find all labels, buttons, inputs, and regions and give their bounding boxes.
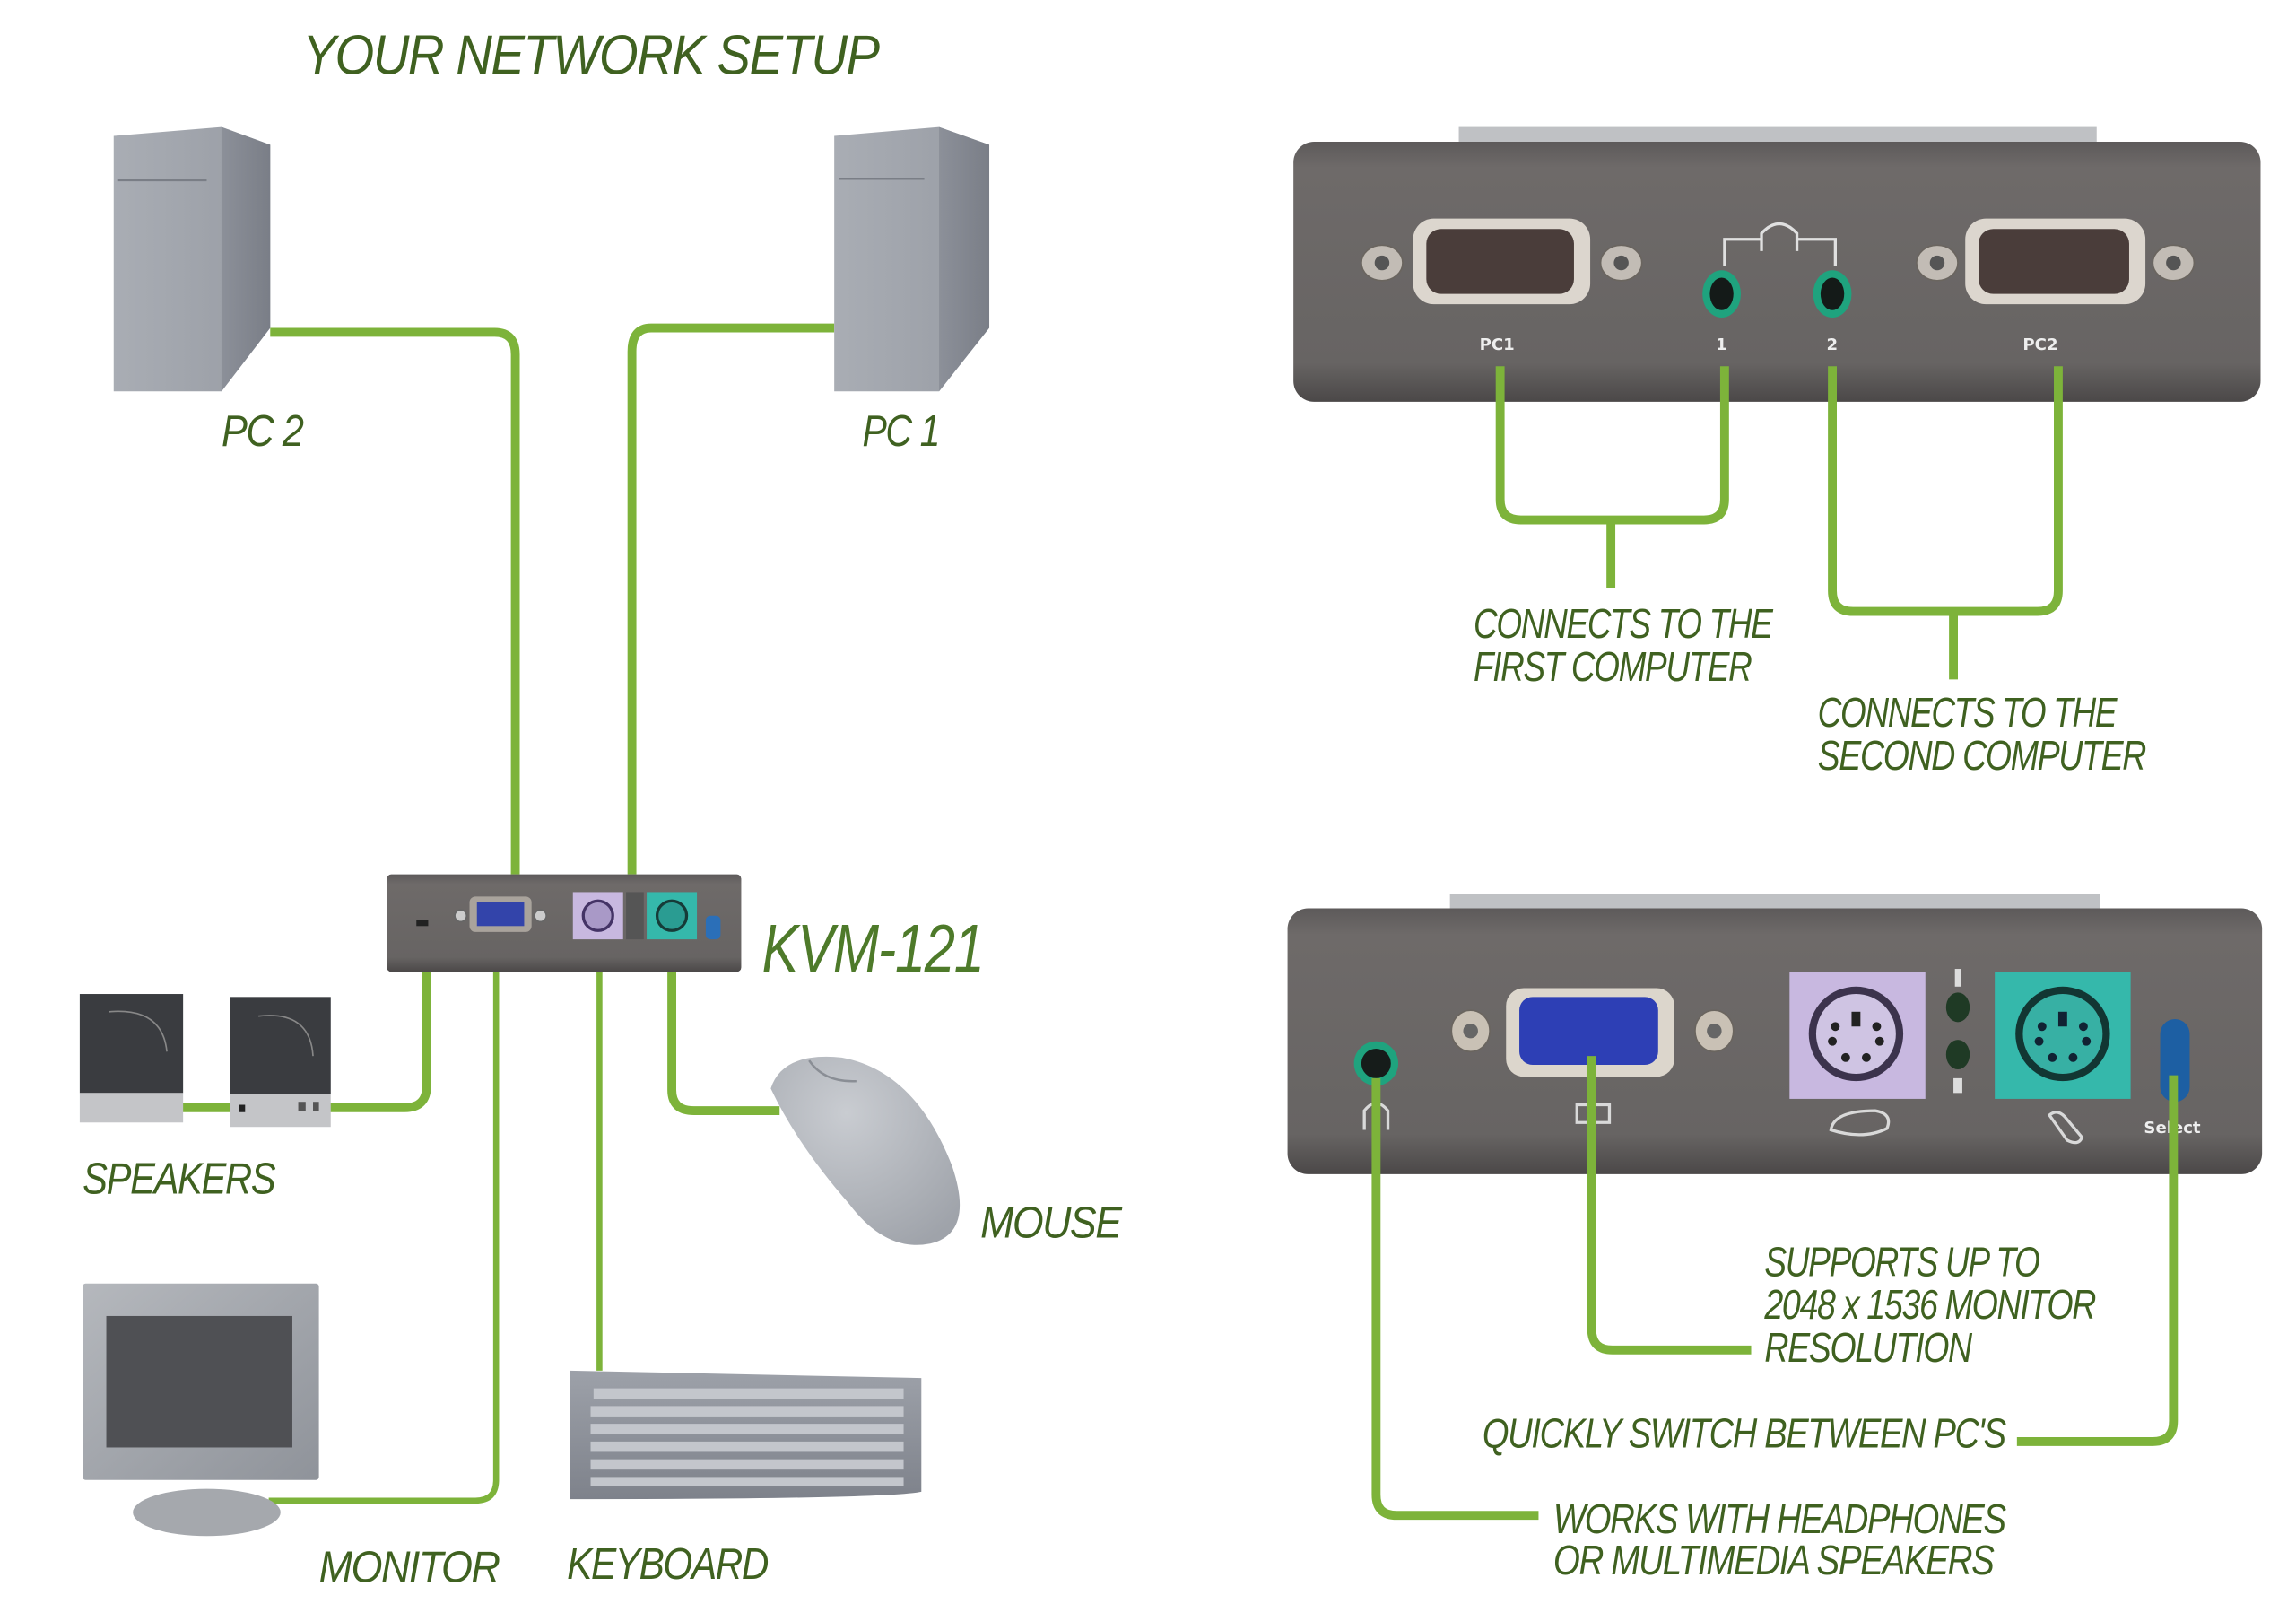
callout-audio-line2: OR MULTIMEDIA SPEAKERS (1553, 1537, 1995, 1583)
monitor-vga-port (1450, 988, 1735, 1077)
callout-resolution-line3: RESOLUTION (1764, 1324, 1972, 1371)
mouse-ps2-port (1995, 972, 2131, 1099)
pc2-label: PC 2 (222, 406, 304, 456)
cable-pc2-to-kvm (270, 327, 520, 875)
mouse-symbol-icon (2047, 1111, 2084, 1145)
mouse-icon (770, 1056, 961, 1245)
port-label-pc1: PC1 (1480, 336, 1515, 354)
pc2-tower-icon (113, 126, 271, 392)
audio-jack-2 (1813, 270, 1852, 318)
callout-audio-line1: WORKS WITH HEADPHONES (1553, 1495, 2006, 1542)
keyboard-icon (570, 1370, 922, 1500)
callout-line-switch (2016, 1075, 2179, 1446)
pc-status-leds (1945, 969, 1970, 1094)
pc1-label: PC 1 (862, 406, 939, 456)
headphone-icon (1723, 222, 1837, 266)
mouse-label: MOUSE (980, 1199, 1123, 1248)
select-button[interactable] (2160, 1019, 2190, 1103)
callout-resolution-line1: SUPPORTS UP TO (1764, 1238, 2039, 1285)
audio-jack-1 (1702, 270, 1741, 318)
port-label-audio1: 1 (1716, 336, 1727, 354)
kvm-front-panel: Select (1287, 894, 2263, 1174)
callout-switch-label: QUICKLY SWITCH BETWEEN PC'S (1483, 1409, 2006, 1456)
port-label-pc2: PC2 (2022, 336, 2057, 354)
callout-line-second-computer (1828, 366, 2063, 680)
port-label-audio2: 2 (1826, 336, 1838, 354)
kvm-model-label: KVM-121 (761, 911, 983, 987)
callout-line-first-computer (1495, 366, 1729, 588)
callout-line-audio (1371, 1077, 1539, 1521)
cable-pc1-to-kvm (627, 323, 835, 875)
callout-resolution-line2: 2048 x 1536 MONITOR (1764, 1281, 2096, 1328)
cable-kvm-to-monitor (268, 930, 500, 1504)
diagram-title: YOUR NETWORK SETUP (302, 23, 880, 86)
pc1-tower-icon (834, 126, 990, 392)
keyboard-ps2-port (1789, 972, 1926, 1099)
callout-first-computer-line1: CONNECTS TO THE (1474, 600, 1774, 647)
keyboard-label: KEYBOARD (567, 1539, 769, 1589)
kvm-rear-panel: PC1 1 2 PC2 (1293, 126, 2261, 402)
kvm-switch-device (387, 874, 742, 972)
cable-kvm-to-speakers (327, 930, 431, 1112)
cable-kvm-to-mouse (667, 923, 780, 1116)
monitor-icon (83, 1283, 319, 1537)
audio-out-jack (1353, 1041, 1399, 1086)
monitor-label: MONITOR (319, 1542, 500, 1591)
callout-line-resolution (1587, 1056, 1752, 1355)
callout-first-computer-line2: FIRST COMPUTER (1474, 643, 1752, 690)
callout-second-computer-line1: CONNECTS TO THE (1818, 689, 2118, 736)
speakers-label: SPEAKERS (83, 1154, 275, 1203)
speakers-icon (79, 994, 331, 1128)
callout-second-computer-line2: SECOND COMPUTER (1818, 732, 2146, 779)
pc1-vga-port (1361, 218, 1643, 305)
pc2-vga-port (1916, 218, 2196, 305)
keyboard-symbol-icon (1829, 1109, 1891, 1137)
